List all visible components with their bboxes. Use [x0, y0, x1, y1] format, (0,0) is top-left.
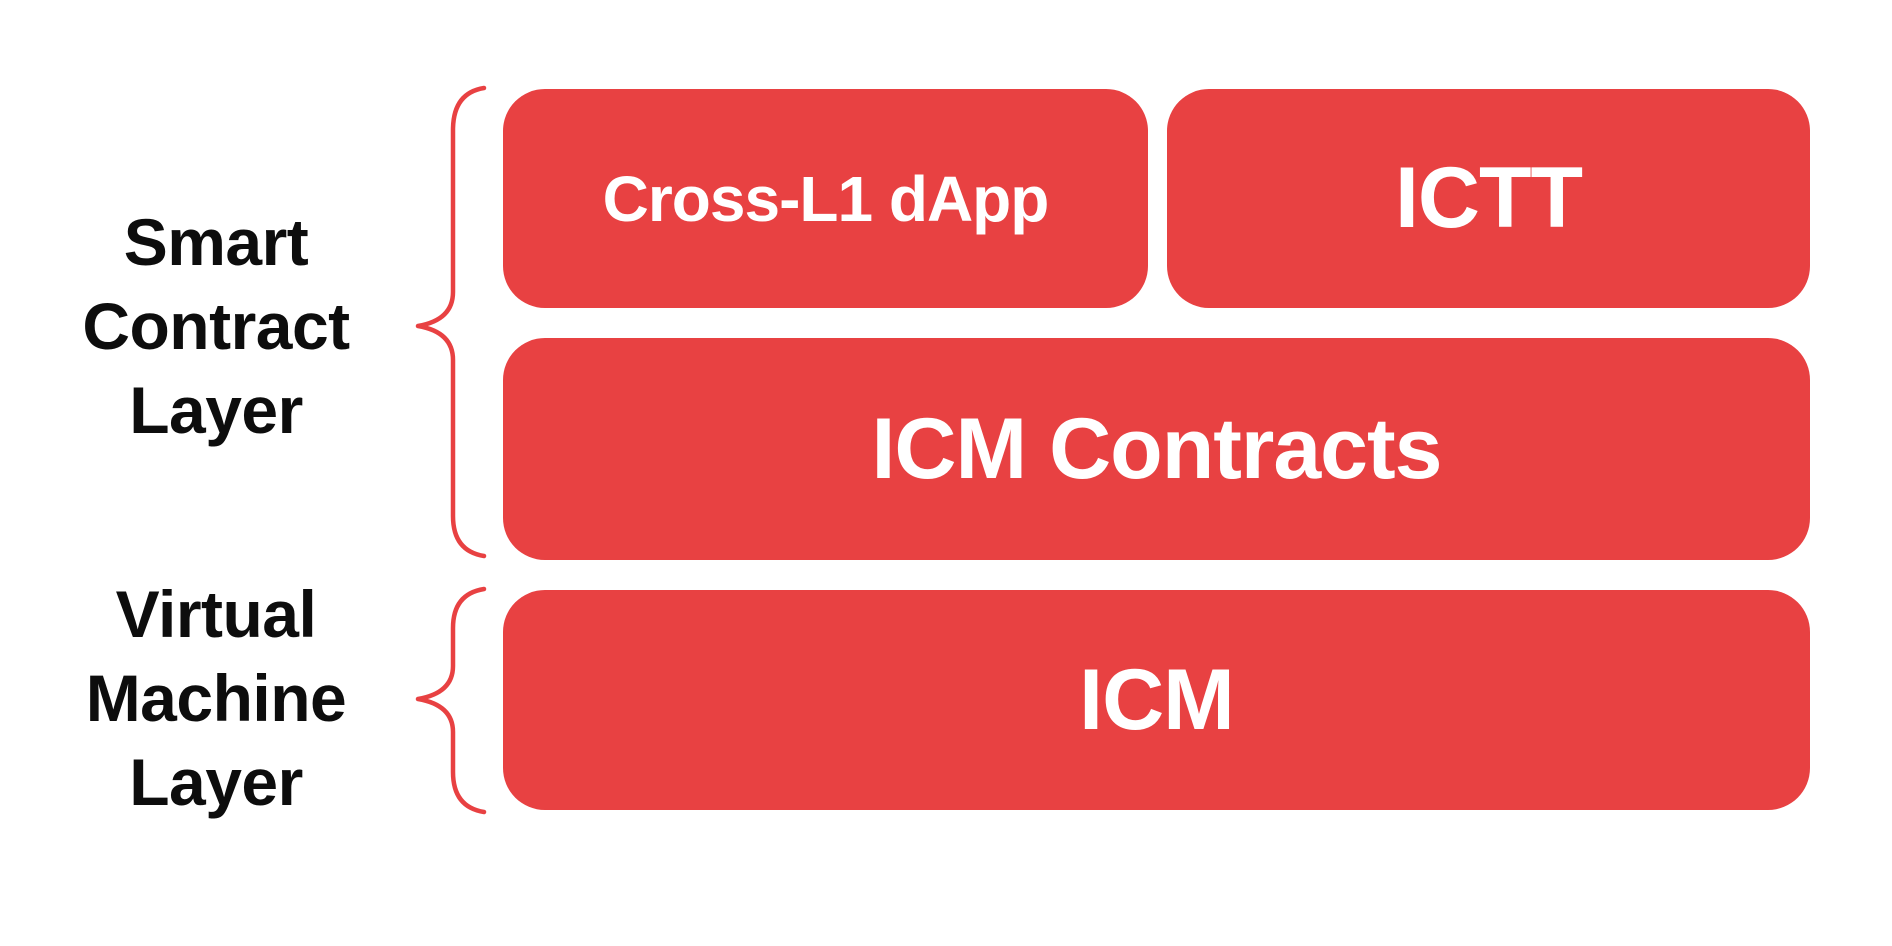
smart-contract-layer-label: Smart Contract Layer — [82, 205, 350, 447]
ictt-box-label: ICTT — [1394, 150, 1583, 246]
icm-contracts-box-label: ICM Contracts — [871, 400, 1443, 497]
cross-l1-dapp-box: Cross-L1 dApp — [503, 89, 1148, 308]
virtual-machine-layer-label: Virtual Machine Layer — [85, 577, 347, 819]
icm-box: ICM — [503, 590, 1810, 810]
ictt-box: ICTT — [1167, 89, 1810, 308]
icm-box-label: ICM — [1079, 651, 1235, 748]
icm-contracts-box: ICM Contracts — [503, 338, 1810, 560]
cross-l1-dapp-box-label: Cross-L1 dApp — [602, 162, 1050, 235]
